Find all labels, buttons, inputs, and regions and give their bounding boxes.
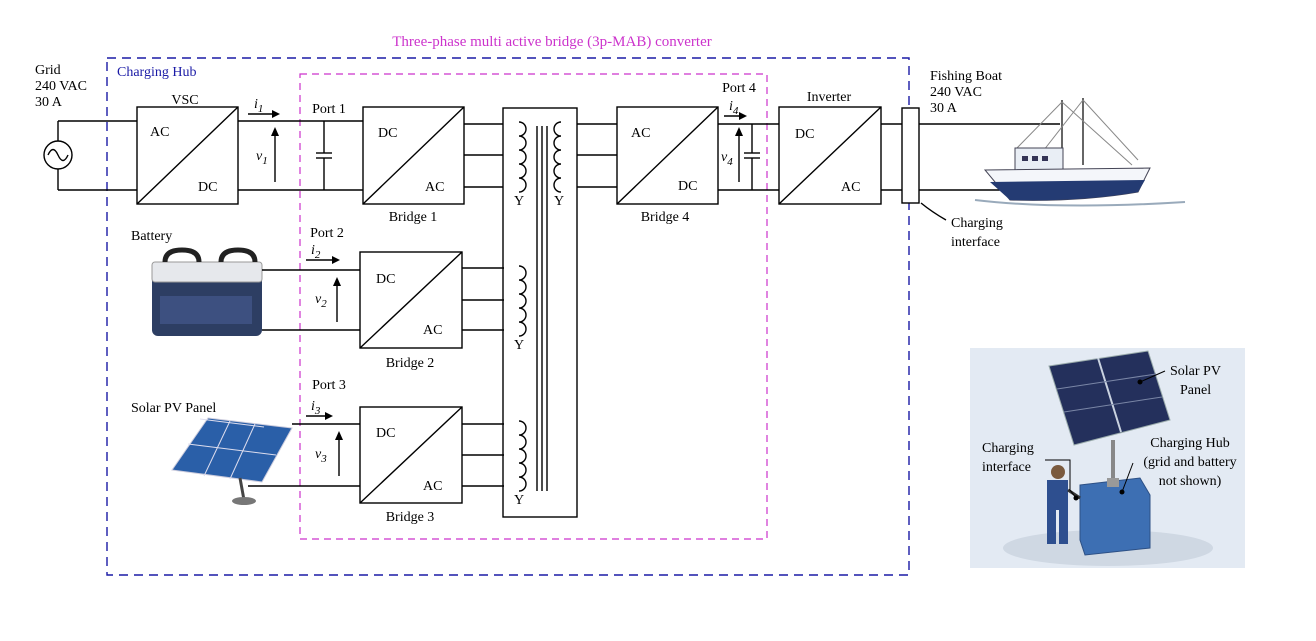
bridge-2-ac: AC [423, 323, 442, 338]
solar-panel-image [171, 417, 293, 505]
voltage-v2: v2 [315, 292, 327, 310]
inverter-dc-label: DC [795, 127, 814, 142]
solar-label: Solar PV Panel [131, 401, 216, 416]
boat-current: 30 A [930, 101, 958, 116]
inset-hub-line1: Charging Hub [1150, 436, 1229, 451]
boat-name: Fishing Boat [930, 69, 1002, 84]
boat-voltage: 240 VAC [930, 85, 982, 100]
port4-link [718, 112, 779, 191]
vsc-dc-label: DC [198, 180, 217, 195]
inset-hub-line2: (grid and battery [1143, 455, 1236, 470]
diagram-title: Three-phase multi active bridge (3p-MAB)… [392, 34, 711, 50]
battery-label: Battery [131, 229, 172, 244]
bridge-4-ac: AC [631, 126, 650, 141]
bridge-4-dc: DC [678, 179, 697, 194]
transformer: Y Y Y Y [502, 107, 578, 518]
bridge-3-ac: AC [423, 479, 442, 494]
bridge-1: DC AC Bridge 1 [362, 106, 504, 225]
inset-solar-line2: Panel [1180, 383, 1211, 398]
mab-border [299, 73, 768, 540]
charging-interface-line1: Charging [951, 216, 1003, 231]
fishing-boat-image [974, 98, 1186, 207]
inverter-ac-label: AC [841, 180, 860, 195]
bridge-1-dc: DC [378, 126, 397, 141]
vsc-block: VSC AC DC [136, 93, 239, 205]
port3-link [248, 412, 360, 487]
bridge-2-label: Bridge 2 [386, 356, 435, 371]
grid-current: 30 A [35, 95, 63, 110]
bridge-4-label: Bridge 4 [641, 210, 690, 225]
bridge-3-label: Bridge 3 [386, 510, 435, 525]
bridge-2: DC AC Bridge 2 [359, 251, 504, 371]
bridge-1-ac: AC [425, 180, 444, 195]
bridge-1-label: Bridge 1 [389, 210, 438, 225]
ac-source-icon [43, 120, 137, 191]
grid-name: Grid [35, 63, 61, 78]
bridge-4: AC DC Bridge 4 [577, 106, 719, 225]
voltage-v4: v4 [721, 150, 733, 168]
port1-link [238, 110, 363, 191]
battery-image [151, 247, 263, 336]
voltage-v1: v1 [256, 149, 268, 167]
inset-solar-line1: Solar PV [1170, 364, 1221, 379]
port-3-label: Port 3 [312, 378, 346, 393]
port-2-label: Port 2 [310, 226, 344, 241]
port-1-label: Port 1 [312, 102, 346, 117]
charging-interface-line2: interface [951, 235, 1000, 250]
charging-hub-inset [970, 348, 1245, 568]
port-4-label: Port 4 [722, 81, 756, 96]
current-i3: i3 [311, 399, 321, 417]
bridge-2-dc: DC [376, 272, 395, 287]
inset-interface-line1: Charging [982, 441, 1034, 456]
current-i4: i4 [729, 99, 739, 117]
winding-y-1: Y [514, 194, 524, 209]
inset-interface-line2: interface [982, 460, 1031, 475]
bridge-3: DC AC Bridge 3 [359, 406, 504, 525]
inset-hub-line3: not shown) [1159, 474, 1222, 489]
voltage-v3: v3 [315, 447, 327, 465]
inverter-label: Inverter [807, 90, 852, 105]
current-i2: i2 [311, 243, 321, 261]
port2-link [262, 256, 360, 331]
vsc-label: VSC [171, 93, 198, 108]
winding-y-4: Y [554, 194, 564, 209]
bridge-3-dc: DC [376, 426, 395, 441]
winding-y-3: Y [514, 493, 524, 508]
winding-y-2: Y [514, 338, 524, 353]
grid-labels: Grid 240 VAC 30 A [35, 63, 87, 110]
charging-hub-label: Charging Hub [117, 65, 196, 80]
vsc-ac-label: AC [150, 125, 169, 140]
current-i1: i1 [254, 97, 263, 115]
grid-voltage: 240 VAC [35, 79, 87, 94]
inverter-block: Inverter DC AC [778, 90, 1060, 221]
